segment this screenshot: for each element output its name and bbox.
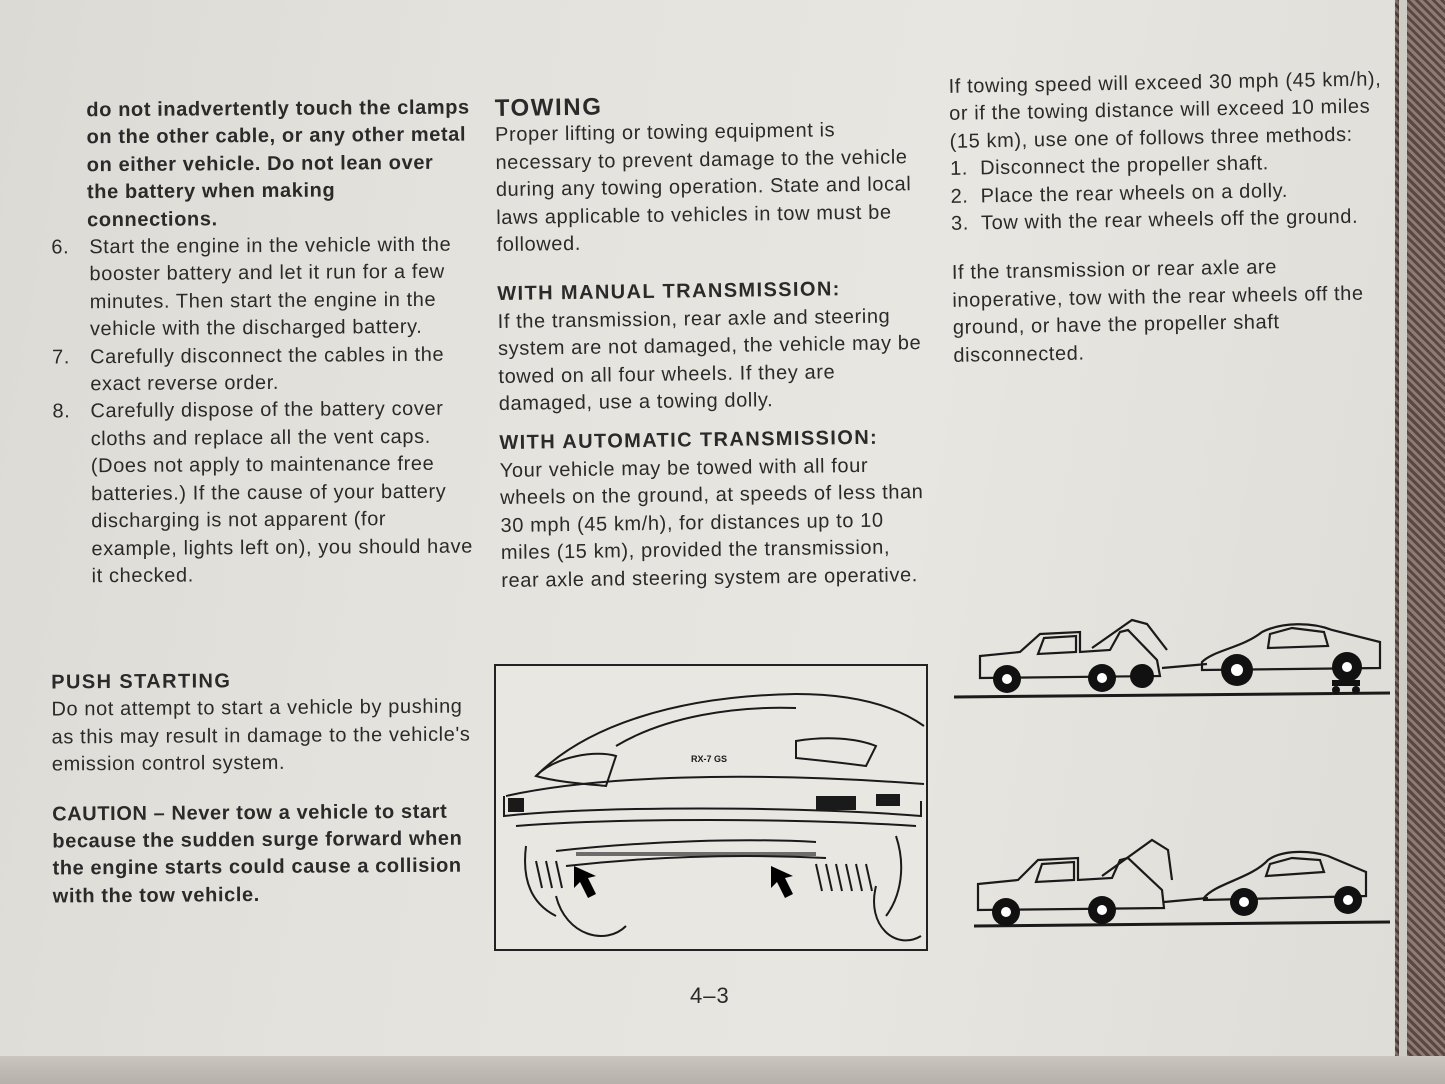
tow-methods-list: 1.Disconnect the propeller shaft. 2.Plac… — [950, 148, 1391, 238]
booster-warning-text: do not inadvertently touch the clamps on… — [86, 96, 470, 231]
page-edge — [1399, 0, 1407, 1084]
list-item: 7.Carefully disconnect the cables in the… — [52, 343, 445, 396]
booster-steps-list: 6.Start the engine in the vehicle with t… — [51, 232, 473, 591]
list-item: 8.Carefully dispose of the battery cover… — [52, 398, 473, 588]
left-column: do not inadvertently touch the clamps on… — [50, 95, 473, 591]
push-starting-text: Do not attempt to start a vehicle by pus… — [51, 696, 471, 776]
tow-lift-illustration — [952, 820, 1392, 940]
tow-point-arrows — [574, 866, 793, 898]
right-column: If towing speed will exceed 30 mph (45 k… — [948, 66, 1393, 370]
tow-points-figure: RX-7 GS — [494, 664, 928, 951]
car-front-illustration: RX-7 GS — [503, 692, 925, 942]
car-badge: RX-7 GS — [691, 754, 727, 764]
middle-column: TOWING Proper lifting or towing equipmen… — [495, 89, 932, 595]
towing-intro: Proper lifting or towing equipment is ne… — [494, 119, 912, 257]
tow-dolly-illustration — [952, 610, 1392, 710]
caution-text: CAUTION – Never tow a vehicle to start b… — [52, 800, 463, 908]
push-starting-title: PUSH STARTING — [51, 670, 232, 694]
high-speed-tow-intro: If towing speed will exceed 30 mph (45 k… — [948, 68, 1382, 153]
page-number: 4–3 — [690, 983, 730, 1008]
list-item: 6.Start the engine in the vehicle with t… — [51, 233, 452, 341]
automatic-transmission-text: Your vehicle may be towed with all four … — [499, 454, 924, 592]
inoperative-tow-text: If the transmission or rear axle are ino… — [951, 256, 1364, 367]
push-starting-section: PUSH STARTING Do not attempt to start a … — [51, 667, 473, 911]
manual-transmission-text: If the transmission, rear axle and steer… — [497, 305, 922, 416]
page-bottom-edge — [0, 1056, 1445, 1084]
